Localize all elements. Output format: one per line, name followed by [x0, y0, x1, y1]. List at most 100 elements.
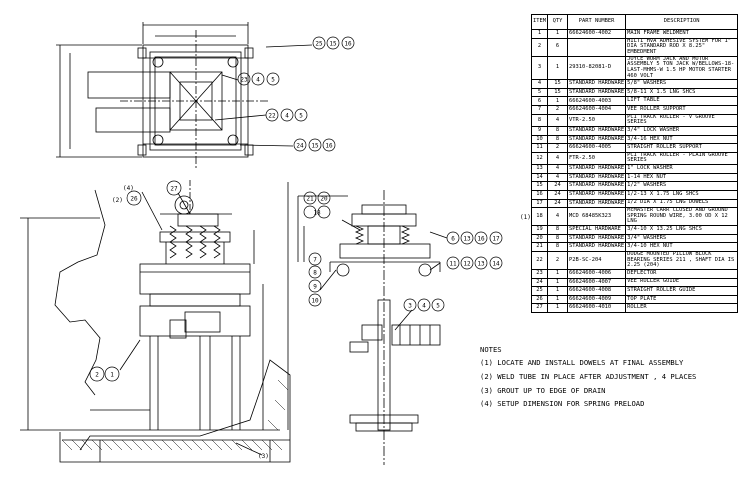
- balloon-22: 22: [268, 113, 276, 120]
- bom-cell-desc: 3/4-16 HEX NUT: [625, 134, 738, 145]
- bom-cell-part: 66624600-4002: [566, 29, 627, 39]
- bom-cell-qty: 1: [546, 96, 568, 107]
- bom-cell-desc: STRAIGHT ROLLER SUPPORT: [625, 143, 738, 153]
- ground-hatch: [61, 379, 289, 451]
- bom-cell-item: 22: [531, 250, 548, 270]
- bom-cell-part: STANDARD HARDWARE: [566, 134, 627, 145]
- bom-cell-qty: 2: [546, 250, 568, 270]
- balloon-4c: 4: [422, 303, 426, 310]
- balloon-7: 7: [313, 257, 317, 264]
- balloon-11: 11: [449, 261, 457, 268]
- bom-cell-part: STANDARD HARDWARE: [566, 189, 627, 200]
- bom-cell-desc: 5/8" WASHERS: [625, 79, 738, 89]
- bom-cell-item: 11: [531, 143, 548, 153]
- bom-cell-qty: 1: [546, 29, 568, 39]
- bom-cell-qty: 4: [546, 207, 568, 227]
- balloon-labels: 25 15 16 23 4 5 22 4 5 24 15 16 26 27 21…: [95, 41, 500, 379]
- bom-cell-item: 1: [531, 29, 548, 39]
- bom-cell-part: STANDARD HARDWARE: [566, 87, 627, 98]
- balloon-17: 17: [492, 236, 500, 243]
- bom-header-desc: DESCRIPTION: [625, 14, 738, 30]
- balloon-26: 26: [130, 196, 138, 203]
- bom-cell-qty: 15: [546, 79, 568, 89]
- bom-cell-qty: 8: [546, 233, 568, 244]
- bom-cell-desc: DODGE MOUNTED PILLOW BLOCK BEARING SERIE…: [625, 250, 738, 270]
- notes-title: NOTES: [480, 345, 502, 354]
- bom-cell-desc: MAIN FRAME WELDMENT: [625, 29, 738, 39]
- note-mark-2: (2): [112, 197, 123, 204]
- bom-cell-part: 66624600-4004: [566, 105, 627, 115]
- bom-cell-part: 66624600-4003: [566, 96, 627, 107]
- bom-cell-qty: 1: [546, 286, 568, 296]
- bom-cell-desc: HILTI HVA ADHESIVE SYSTEM FOR 1" DIA STA…: [625, 37, 738, 57]
- balloon-6: 6: [451, 236, 455, 243]
- balloon-23: 23: [240, 77, 248, 84]
- bom-header-qty: QTY: [546, 14, 568, 30]
- bom-cell-desc: STRAIGHT ROLLER GUIDE: [625, 286, 738, 296]
- note-markers: (4) (2) (3): [112, 185, 269, 460]
- bom-header-part: PART NUMBER: [566, 14, 627, 30]
- bom-cell-part: STANDARD HARDWARE: [566, 198, 627, 209]
- balloon-21: 21: [306, 196, 314, 203]
- bom-cell-item: 17: [531, 198, 548, 209]
- bom-cell-part: STANDARD HARDWARE: [566, 242, 627, 252]
- bom-cell-qty: 4: [546, 113, 568, 128]
- bom-cell-item: 9: [531, 126, 548, 136]
- bom-cell-item: 25: [531, 286, 548, 296]
- bom-cell-qty: 4: [546, 164, 568, 174]
- bom-cell-desc: VEE ROLLER SUPPORT: [625, 105, 738, 115]
- balloon-25: 25: [315, 41, 323, 48]
- bom-cell-desc: 1-14 HEX NUT: [625, 172, 738, 183]
- bom-cell-desc: PCI TRACK ROLLER - V GROOVE SERIES: [625, 113, 738, 128]
- note-3: (3) GROUT UP TO EDGE OF DRAIN: [480, 385, 606, 395]
- notes-block: NOTES (1) LOCATE AND INSTALL DOWELS AT F…: [480, 346, 696, 414]
- bom-cell-qty: 15: [546, 87, 568, 98]
- bom-cell-desc: 5/8-11 X 1.5 LNG SHCS: [625, 87, 738, 98]
- bom-cell-desc: 3/4" WASHERS: [625, 233, 738, 244]
- balloon-15: 15: [329, 41, 337, 48]
- bom-cell-part: [566, 37, 627, 57]
- bom-cell-qty: 1: [546, 303, 568, 313]
- bom-cell-part: STANDARD HARDWARE: [566, 164, 627, 174]
- bom-cell-item: 13: [531, 164, 548, 174]
- note-mark-4: (4): [123, 185, 134, 192]
- note-mark-3: (3): [258, 453, 269, 460]
- bom-cell-part: MCD 68485K323: [566, 207, 627, 227]
- bom-cell-part: 66624600-4009: [566, 294, 627, 305]
- bom-cell-part: 66624600-4008: [566, 286, 627, 296]
- note-4: (4) SETUP DIMENSION FOR SPRING PRELOAD: [480, 399, 645, 409]
- bom-cell-item: 12: [531, 151, 548, 166]
- bom-cell-qty: 24: [546, 189, 568, 200]
- balloon-18: 18: [313, 210, 321, 217]
- bom-cell-item: 19: [531, 225, 548, 235]
- bom-cell-desc: McMASTER CARR CLOSED AND GROUND SPRING R…: [625, 207, 738, 227]
- bom-cell-part: SPECIAL HARDWARE: [566, 225, 627, 235]
- bom-cell-item: 20: [531, 233, 548, 244]
- bom-cell-qty: 2: [546, 105, 568, 115]
- bom-header-item: ITEM: [531, 14, 548, 30]
- bom-cell-item: 21: [531, 242, 548, 252]
- bom-cell-qty: 1: [546, 268, 568, 279]
- bom-cell-item: 27: [531, 303, 548, 313]
- bom-cell-desc: ROLLER: [625, 303, 738, 313]
- bom-cell-desc: TOP PLATE: [625, 294, 738, 305]
- bom-cell-part: STANDARD HARDWARE: [566, 172, 627, 183]
- bom-cell-qty: 4: [546, 172, 568, 183]
- bom-cell-desc: 1" LOCK WASHER: [625, 164, 738, 174]
- balloon-5b: 5: [299, 113, 303, 120]
